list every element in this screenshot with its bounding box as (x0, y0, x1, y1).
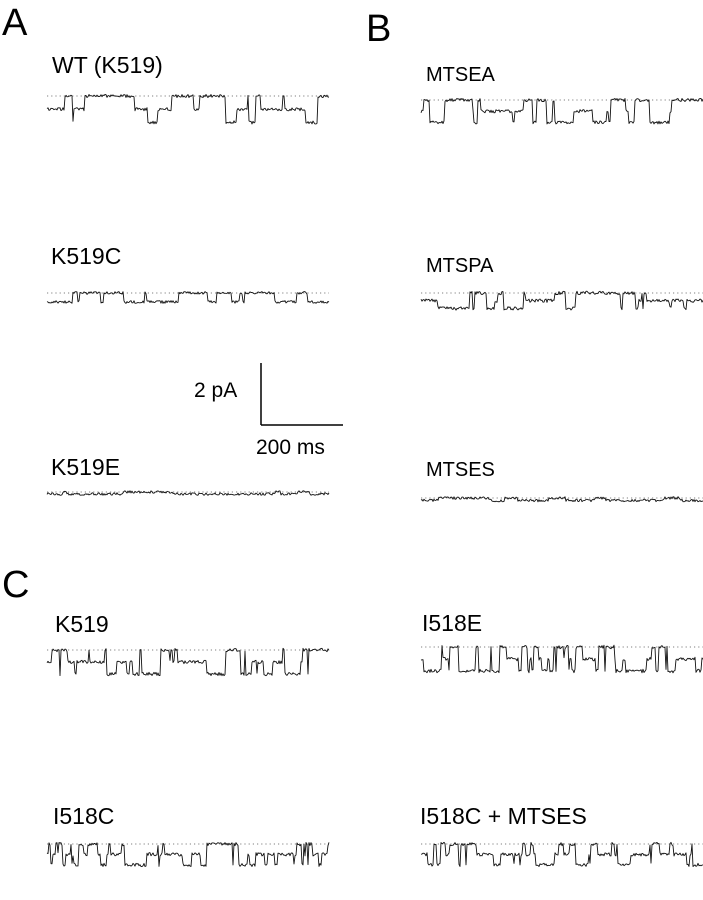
current-trace-path (420, 290, 703, 311)
trace-i518e (420, 644, 703, 674)
panel-letter-a: A (2, 2, 28, 44)
label-i518c-mtses: I518C + MTSES (420, 803, 587, 829)
current-trace-path (46, 490, 330, 496)
trace-mtses (420, 496, 703, 503)
current-trace-path (420, 97, 703, 125)
current-trace-path (46, 93, 330, 125)
label-mtspa: MTSPA (426, 255, 494, 277)
label-mtses: MTSES (426, 459, 495, 481)
label-i518e: I518E (422, 610, 483, 636)
trace-mtsea (420, 97, 703, 125)
current-trace-path (46, 647, 330, 677)
trace-i518c (46, 842, 330, 867)
trace-i518c-mtses (420, 841, 703, 867)
current-trace-path (420, 496, 703, 503)
current-trace-path (420, 841, 703, 867)
trace-mtspa (420, 290, 703, 311)
trace-k519 (46, 647, 330, 677)
label-wt-k519: WT (K519) (52, 52, 163, 78)
label-mtsea: MTSEA (426, 64, 495, 86)
trace-wt-k519 (46, 93, 330, 125)
panel-letter-c: C (2, 564, 30, 606)
label-k519: K519 (55, 611, 109, 637)
current-trace-path (46, 842, 330, 867)
trace-k519e (46, 490, 330, 496)
label-k519e: K519E (51, 454, 121, 480)
trace-k519c (46, 291, 330, 304)
scale-bar-time-label: 200 ms (256, 436, 325, 459)
scale-bar-current-label: 2 pA (194, 379, 238, 402)
panel-letter-b: B (366, 8, 392, 50)
label-i518c: I518C (53, 803, 115, 829)
label-k519c: K519C (51, 243, 122, 269)
current-trace-path (46, 291, 330, 304)
current-trace-path (420, 644, 703, 674)
